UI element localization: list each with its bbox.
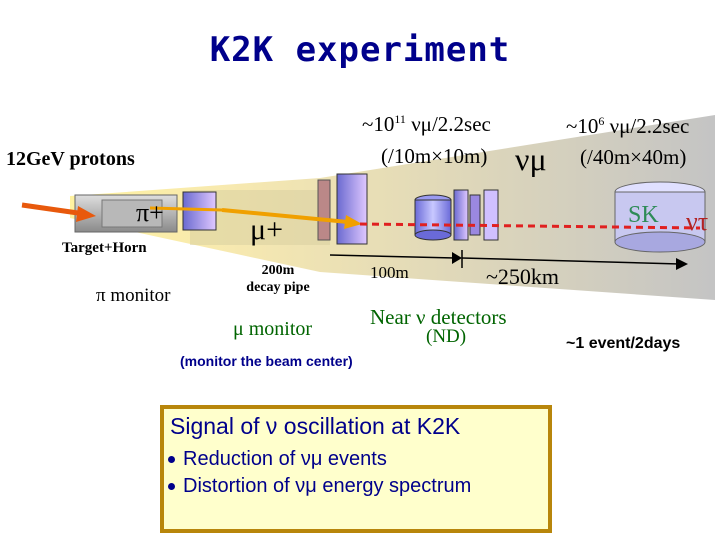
proton-beam-line: [21, 202, 79, 216]
event-rate-label: ~1 event/2days: [566, 335, 681, 352]
near-detector-cylinder-bottom: [414, 229, 452, 241]
near-detectors-label: Near ν detectors: [370, 305, 507, 329]
distance-arrow-far: [461, 257, 681, 265]
muon-line: [221, 208, 349, 224]
beam-cone: [70, 115, 715, 300]
distance-near-label: 100m: [370, 263, 409, 282]
pion-monitor-label: π monitor: [96, 285, 171, 306]
signal-item: Distortion of νμ energy spectrum: [168, 475, 471, 498]
near-detector-block-1: [453, 189, 469, 241]
sk-label: SK: [628, 202, 659, 228]
target-horn-label: Target+Horn: [62, 240, 147, 256]
near-detector-block-3: [483, 189, 499, 241]
page-title: K2K experiment: [209, 30, 511, 70]
flux-near-line2: (/10m×10m): [381, 144, 488, 168]
distance-arrow-near-head: [452, 252, 462, 264]
distance-far-label: ~250km: [486, 264, 560, 289]
beam-center-label: (monitor the beam center): [180, 353, 353, 369]
signal-box-title: Signal of ν oscillation at K2K: [170, 413, 461, 439]
muon-label: μ+: [250, 213, 284, 246]
bullet-icon: [168, 483, 175, 491]
flux-near-line1: ~1011 νμ/2.2sec: [362, 112, 491, 136]
horn-inner: [101, 199, 163, 228]
beam-dump: [317, 179, 331, 241]
flux-far-line1: ~106 νμ/2.2sec: [566, 114, 690, 138]
muon-arrow-head: [344, 215, 362, 229]
protons-label: 12GeV protons: [6, 148, 135, 170]
sk-tank-bottom: [614, 231, 706, 253]
neutrino-beam-line: [359, 222, 701, 230]
nd-label: (ND): [426, 326, 467, 347]
flux-far-line2: (/40m×40m): [580, 145, 687, 169]
proton-arrow-head: [76, 206, 96, 222]
muon-monitor-label: μ monitor: [233, 318, 313, 340]
nutau-label: ντ: [686, 207, 709, 236]
muon-monitor-box: [336, 173, 368, 245]
bullet-icon: [168, 456, 175, 464]
signal-item: Reduction of νμ events: [168, 448, 387, 471]
numu-label: νμ: [515, 141, 547, 177]
pion-line: [149, 206, 223, 212]
near-detector-cylinder: [414, 199, 452, 236]
signal-box: [160, 405, 552, 533]
pion-label: π+: [136, 198, 164, 227]
distance-arrow-near: [329, 254, 456, 259]
distance-arrow-far-head: [676, 258, 688, 270]
near-detector-block-2: [469, 194, 481, 236]
